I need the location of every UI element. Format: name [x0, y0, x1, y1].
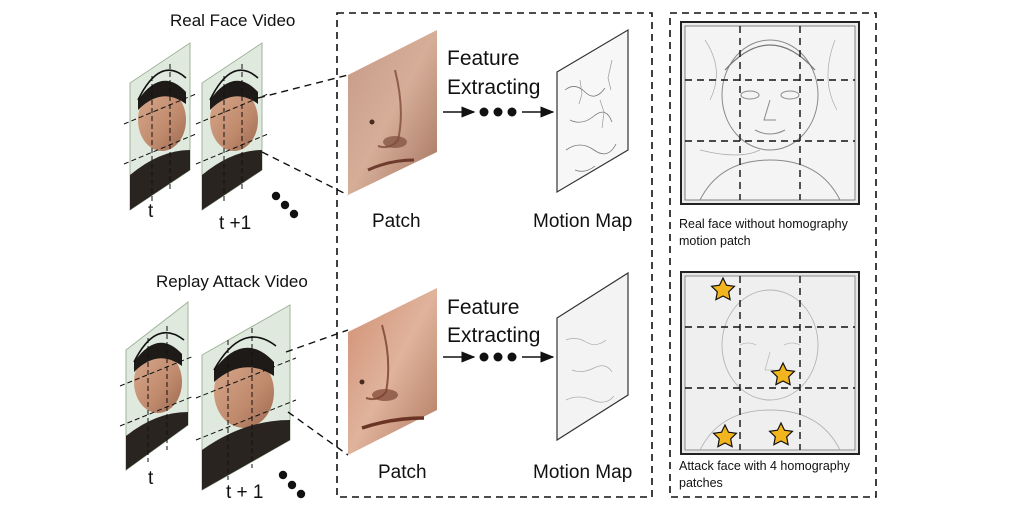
attack-frame-t1-label: t + 1	[226, 482, 264, 503]
attack-patch-caption: Attack face with 4 homography patches	[679, 459, 850, 490]
real-frame-t-label: t	[148, 201, 154, 222]
attack-ellipsis-dots	[278, 470, 306, 499]
attack-patch-label: Patch	[378, 462, 427, 483]
attack-motion-map	[556, 271, 629, 442]
attack-frame-t-label: t	[148, 468, 154, 489]
attack-video-title: Replay Attack Video	[156, 272, 308, 291]
attack-extracting-label: Extracting	[447, 324, 541, 347]
real-face-patch	[348, 30, 437, 195]
real-feature-label: Feature	[447, 47, 520, 70]
attack-zoom-line-top	[285, 329, 349, 353]
attack-face-patch	[348, 288, 437, 455]
attack-frame-t	[119, 300, 195, 471]
real-motion-patch-grid	[680, 21, 860, 205]
real-zoom-line-top	[257, 74, 349, 99]
real-motion-map	[556, 28, 629, 194]
middle-dashed-panel	[336, 12, 653, 498]
attack-frame-t1	[195, 304, 297, 491]
attack-zoom-line-bottom	[287, 411, 349, 456]
homography-star-2	[770, 361, 796, 386]
real-frame-t1	[195, 42, 269, 211]
real-motion-map-label: Motion Map	[533, 211, 633, 232]
attack-feature-label: Feature	[447, 296, 520, 319]
homography-star-4	[768, 421, 794, 446]
attack-process-dots	[479, 352, 517, 362]
real-frame-t1-label: t +1	[219, 213, 252, 234]
real-patch-label: Patch	[372, 211, 421, 232]
homography-star-1	[710, 276, 736, 301]
real-zoom-line-bottom	[261, 151, 349, 196]
attack-motion-map-label: Motion Map	[533, 462, 633, 483]
homography-star-3	[712, 423, 738, 448]
real-extracting-label: Extracting	[447, 76, 541, 99]
real-patch-caption: Real face without homography motion patc…	[679, 217, 848, 248]
real-ellipsis-dots	[271, 191, 299, 219]
real-frame-t	[123, 42, 197, 211]
real-video-title: Real Face Video	[170, 11, 296, 30]
attack-homography-patch-grid	[680, 271, 860, 455]
right-dashed-panel	[669, 12, 877, 498]
real-process-dots	[479, 107, 517, 117]
